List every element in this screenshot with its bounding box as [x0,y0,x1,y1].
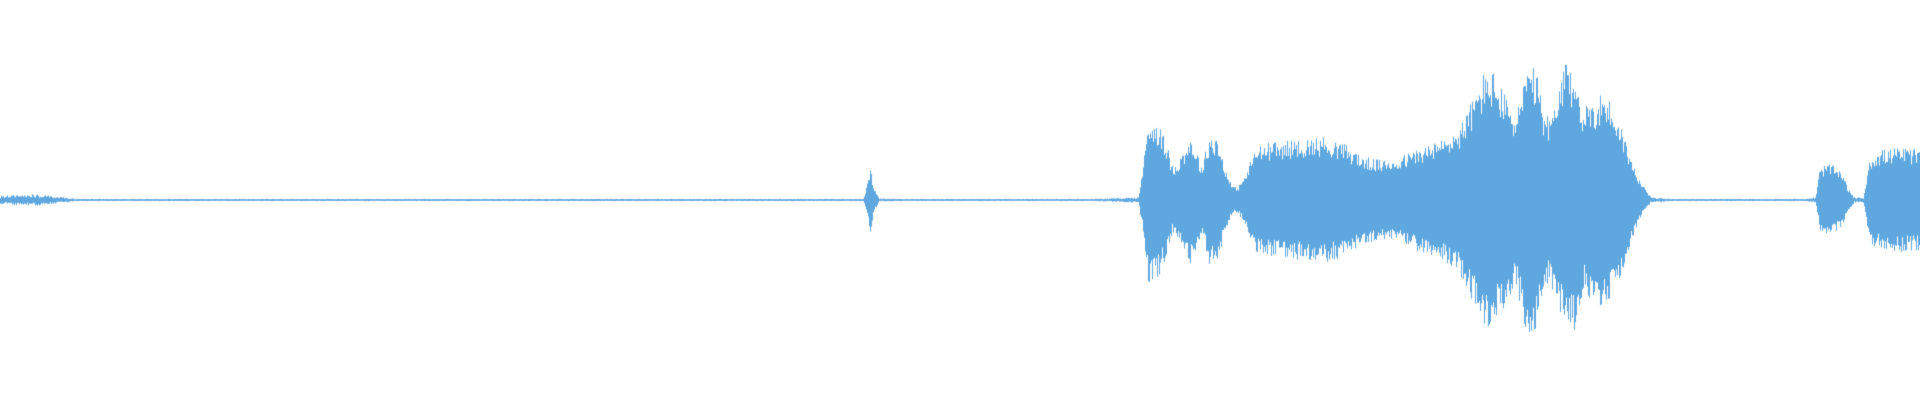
waveform-canvas[interactable] [0,0,1920,400]
